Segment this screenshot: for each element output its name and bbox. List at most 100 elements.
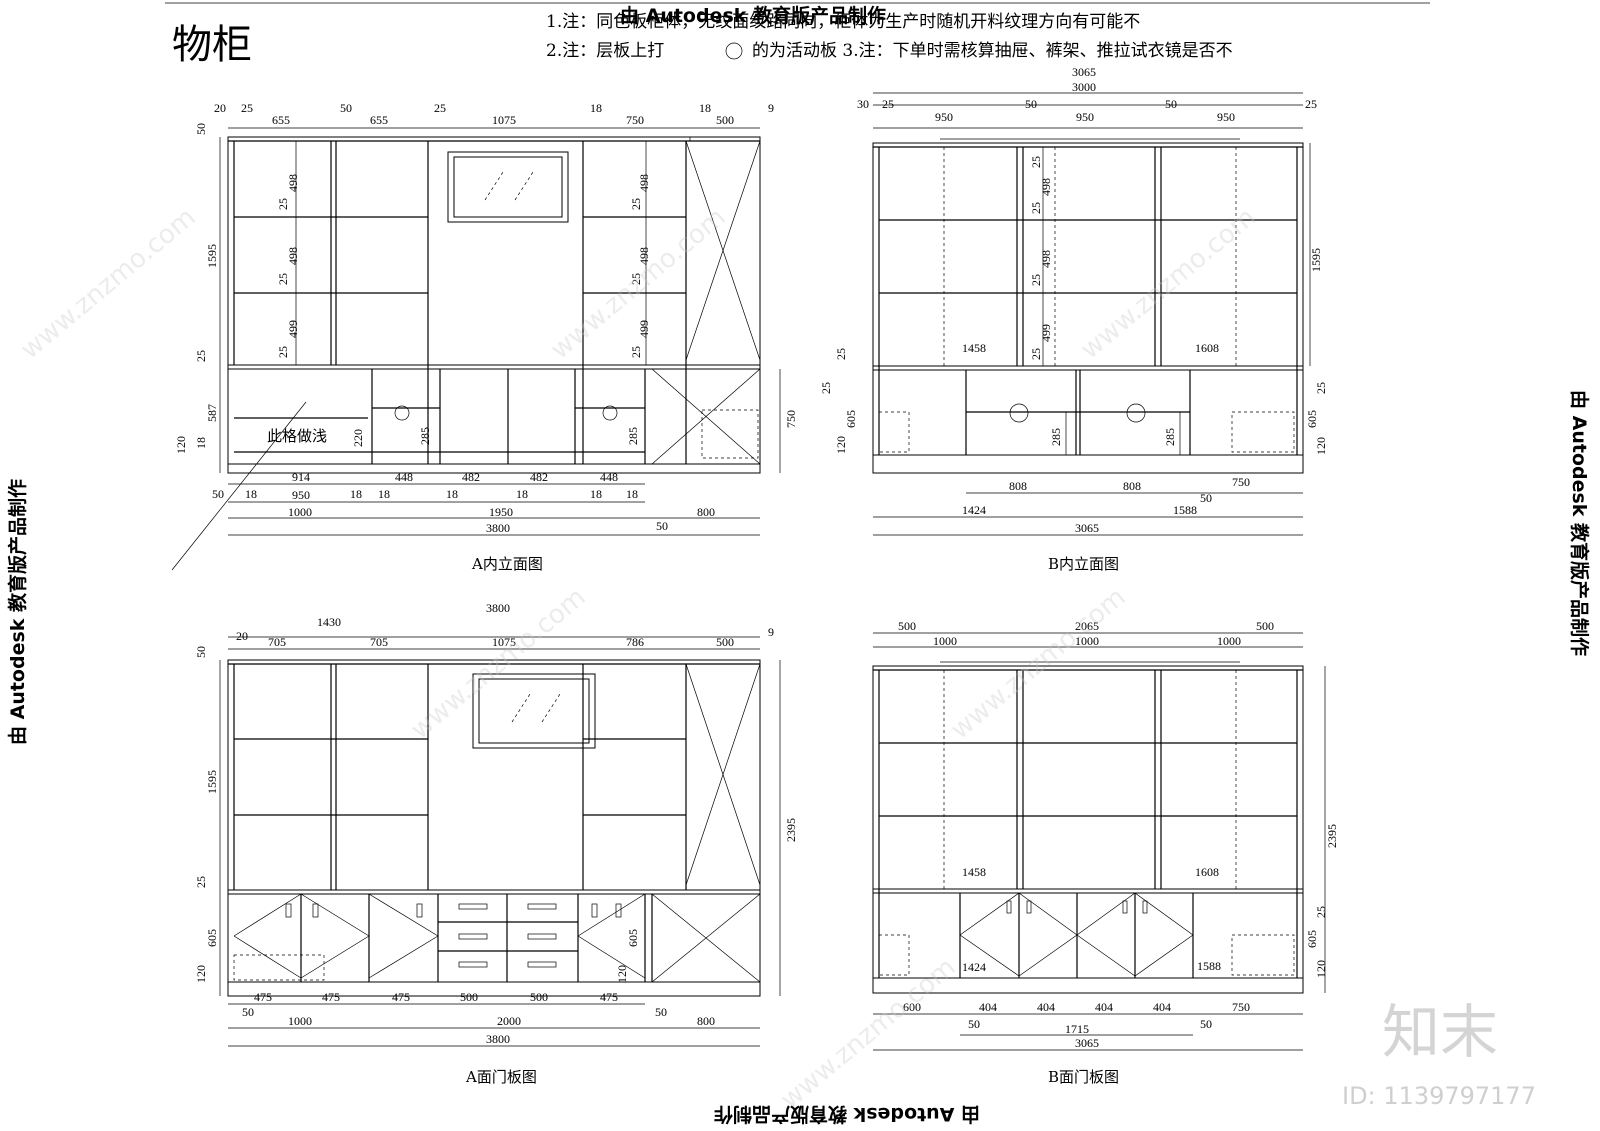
dim: 950 [935, 110, 953, 124]
dim: 655 [370, 113, 388, 127]
note-line-2b: 的为活动板 3.注：下单时需核算抽屉、裤架、推拉试衣镜是否不 [752, 41, 1233, 61]
dim: 18 [446, 487, 458, 501]
autodesk-stamp-bottom: 由 Autodesk 教育版产品制作 [714, 1103, 980, 1126]
elevation-b-inner: 3065 3000 30 25 950 50 950 50 950 25 159… [819, 65, 1328, 573]
caption-b-door: B面门板图 [1048, 1068, 1119, 1086]
dim: 25 [194, 876, 208, 888]
dim: 1595 [205, 244, 219, 268]
dim: 25 [241, 101, 253, 115]
dim: 655 [272, 113, 290, 127]
dim: 914 [292, 470, 310, 484]
dim: 448 [395, 470, 413, 484]
dim: 120 [834, 436, 848, 454]
dim: 950 [1076, 110, 1094, 124]
dim: 1424 [962, 503, 986, 517]
elevation-a-door: 3800 1430 20 705 705 1075 786 500 9 50 1… [194, 601, 798, 1086]
dim: 3800 [486, 1032, 510, 1046]
dim: 285 [1163, 428, 1177, 446]
elevation-b-door: 500 2065 500 1000 1000 1000 2395 1458 16… [872, 619, 1339, 1086]
dim: 25 [1314, 382, 1328, 394]
dim: 25 [882, 97, 894, 111]
dim: 50 [1025, 97, 1037, 111]
dim: 50 [212, 487, 224, 501]
dim: 120 [1314, 437, 1328, 455]
dim: 25 [629, 346, 643, 358]
dim: 498 [286, 174, 300, 192]
dim: 25 [1029, 202, 1043, 214]
dim: 2000 [497, 1014, 521, 1028]
dim: 1424 [962, 960, 986, 974]
dim: 120 [194, 965, 208, 983]
dim: 2395 [784, 818, 798, 842]
dim: 475 [392, 990, 410, 1004]
dim: 404 [1037, 1000, 1055, 1014]
dim: 3065 [1075, 521, 1099, 535]
dim: 475 [600, 990, 618, 1004]
dim: 1000 [1075, 634, 1099, 648]
dim: 482 [530, 470, 548, 484]
dim: 9 [768, 625, 774, 639]
dim: 3800 [486, 601, 510, 615]
dim: 1595 [1309, 248, 1323, 272]
dim: 50 [242, 1005, 254, 1019]
dim: 25 [834, 348, 848, 360]
dim: 750 [1232, 475, 1250, 489]
dim: 1000 [288, 505, 312, 519]
dim: 25 [819, 382, 833, 394]
dim: 25 [1029, 274, 1043, 286]
note-line-2: 2.注：层板上打 [546, 41, 664, 61]
dim: 605 [1305, 930, 1319, 948]
watermark: www.znzmo.com [1075, 202, 1261, 365]
watermark: www.znzmo.com [945, 582, 1131, 745]
dim: 1075 [492, 635, 516, 649]
dim: 499 [637, 320, 651, 338]
dim: 25 [276, 346, 290, 358]
caption-b-inner: B内立面图 [1048, 555, 1119, 573]
dim: 1588 [1173, 503, 1197, 517]
dim: 18 [378, 487, 390, 501]
dim: 475 [254, 990, 272, 1004]
dim: 18 [516, 487, 528, 501]
dim: 3065 [1072, 65, 1096, 79]
dim: 25 [276, 198, 290, 210]
dim: 1608 [1195, 341, 1219, 355]
dim: 30 [857, 97, 869, 111]
watermark: www.znzmo.com [775, 952, 961, 1115]
dim: 705 [370, 635, 388, 649]
dim: 500 [716, 635, 734, 649]
watermark: www.znzmo.com [15, 202, 201, 365]
autodesk-stamp-right: 由 Autodesk 教育版产品制作 [1568, 390, 1591, 656]
dim: 500 [716, 113, 734, 127]
dim: 498 [1039, 250, 1053, 268]
brand-mark: 知末 [1382, 998, 1498, 1066]
dim: 448 [600, 470, 618, 484]
dim: 499 [1039, 324, 1053, 342]
dim: 50 [656, 519, 668, 533]
dim: 50 [655, 1005, 667, 1019]
dim: 50 [968, 1017, 980, 1031]
dim: 475 [322, 990, 340, 1004]
dim: 3800 [486, 521, 510, 535]
dim: 1000 [1217, 634, 1241, 648]
dim: 587 [205, 404, 219, 422]
dim: 1430 [317, 615, 341, 629]
dim: 605 [205, 929, 219, 947]
dim: 950 [292, 488, 310, 502]
dim: 285 [626, 427, 640, 445]
dim: 498 [286, 247, 300, 265]
dim: 499 [286, 320, 300, 338]
page-title: 物柜 [172, 22, 252, 68]
caption-a-door: A面门板图 [465, 1068, 537, 1086]
dim: 18 [590, 487, 602, 501]
dim: 50 [340, 101, 352, 115]
dim: 3000 [1072, 80, 1096, 94]
caption-a-inner: A内立面图 [471, 555, 543, 573]
dim: 18 [350, 487, 362, 501]
dim: 9 [768, 101, 774, 115]
dim: 285 [1049, 428, 1063, 446]
dim: 605 [626, 929, 640, 947]
dim: 750 [1232, 1000, 1250, 1014]
dim: 1950 [489, 505, 513, 519]
dim: 285 [418, 427, 432, 445]
